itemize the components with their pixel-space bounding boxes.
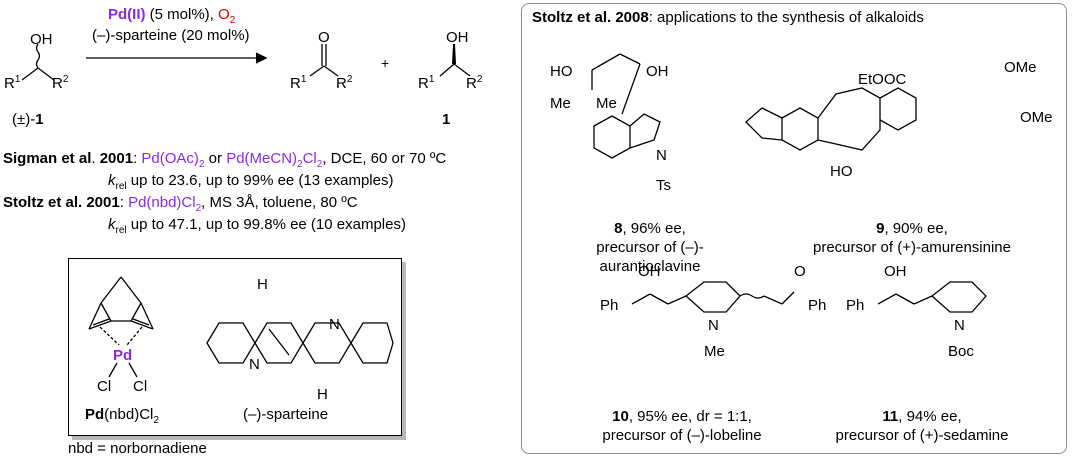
conditions-stoltz-line2: krel up to 47.1, up to 99.8% ee (10 exam… (108, 216, 406, 236)
caption-compound-9: 9, 90% ee, precursor of (+)-amurensinine (813, 220, 1011, 256)
svg-text:Me: Me (550, 95, 571, 112)
alkaloid-applications-panel: Stoltz et al. 2008: applications to the … (521, 3, 1067, 454)
conditions-sigman: Sigman et al. 2001: Pd(OAc)2 or Pd(MeCN)… (3, 150, 447, 170)
substrate-r2: R2 (52, 74, 69, 92)
product-r2: R2 (466, 74, 483, 92)
substrate-oh: OH (30, 31, 53, 48)
plus-sign: + (381, 55, 389, 71)
product-oh: OH (446, 29, 469, 46)
alkaloid-structures: HO OH Me Me N Ts EtOOC OMe OMe HO OH Ph … (550, 53, 1053, 360)
sparteine-h-top: H (257, 276, 268, 293)
substrate-label: (±)-1 (12, 111, 44, 128)
catalyst-loading: (5 mol%), (149, 6, 219, 23)
oxidant-label: O2 (218, 6, 236, 26)
substrate-bond-left (21, 67, 39, 81)
reaction-conditions-top: Pd(II) (5 mol%), O2 (108, 6, 235, 26)
cat-pd-oac: Pd(OAc)2 (141, 150, 205, 170)
svg-text:EtOOC: EtOOC (858, 71, 907, 88)
cl-right: Cl (133, 378, 147, 395)
substrate-r1: R1 (4, 74, 21, 92)
cat-pd-mecn: Pd(MeCN)2Cl2 (226, 150, 323, 170)
product-wedge (452, 44, 456, 64)
catalyst-structures: Pd Cl Cl Pd(nbd)Cl2 H N N H (–)-spartein… (85, 276, 394, 426)
svg-text:Ts: Ts (656, 177, 671, 194)
svg-text:OMe: OMe (1020, 109, 1053, 126)
arrow-head (255, 52, 268, 64)
panel-title: Stoltz et al. 2008: applications to the … (532, 9, 924, 26)
reaction-scheme: OH R1 R2 O R1 R2 + OH R1 R2 (4, 29, 483, 92)
catalyst-label: Pd(II) (108, 6, 146, 23)
sparteine-h-bottom: H (317, 386, 328, 403)
sparteine-name: (–)-sparteine (243, 406, 328, 423)
footnote-nbd: nbd = norbornadiene (68, 440, 207, 457)
sparteine-n-left: N (249, 356, 260, 373)
svg-text:N: N (954, 317, 965, 334)
cat-pd-nbd: Pd(nbd)Cl2 (128, 194, 202, 214)
cl-left: Cl (97, 378, 111, 395)
product-label: 1 (442, 111, 451, 128)
svg-text:N: N (656, 147, 667, 164)
pd-center: Pd (113, 347, 132, 364)
svg-text:OH: OH (638, 263, 661, 280)
substrate-bond-right (37, 67, 55, 81)
svg-text:OH: OH (646, 63, 669, 80)
ketone-r2: R2 (336, 74, 353, 92)
svg-text:Boc: Boc (948, 343, 974, 360)
pd-complex-name: Pd(nbd)Cl2 (85, 406, 159, 426)
caption-compound-8: 8, 96% ee, precursor of (–)-aurantioclav… (596, 220, 704, 275)
ketone-r1: R1 (290, 74, 307, 92)
svg-text:HO: HO (550, 63, 573, 80)
sparteine-n-right: N (329, 316, 340, 333)
svg-text:N: N (708, 317, 719, 334)
conditions-stoltz: Stoltz et al. 2001: Pd(nbd)Cl2, MS 3Å, t… (3, 194, 358, 214)
product-r1: R1 (418, 74, 435, 92)
substrate-bond-wavy (35, 43, 41, 69)
caption-compound-10: 10, 95% ee, dr = 1:1, precursor of (–)-l… (602, 408, 762, 444)
svg-text:Ph: Ph (808, 297, 826, 314)
svg-text:Me: Me (596, 95, 617, 112)
svg-text:Me: Me (704, 343, 725, 360)
svg-text:Ph: Ph (846, 297, 864, 314)
svg-text:O: O (794, 263, 806, 280)
svg-text:OH: OH (884, 263, 907, 280)
svg-text:Ph: Ph (600, 297, 618, 314)
ketone-o: O (318, 29, 330, 46)
reaction-conditions-ligand: (–)-sparteine (20 mol%) (92, 27, 250, 44)
svg-text:OMe: OMe (1004, 59, 1037, 76)
svg-text:HO: HO (830, 163, 853, 180)
catalyst-structures-box: Pd Cl Cl Pd(nbd)Cl2 H N N H (–)-spartein… (68, 258, 402, 436)
caption-compound-11: 11, 94% ee, precursor of (+)-sedamine (835, 408, 1009, 444)
conditions-sigman-line2: krel up to 23.6, up to 99% ee (13 exampl… (108, 172, 394, 192)
